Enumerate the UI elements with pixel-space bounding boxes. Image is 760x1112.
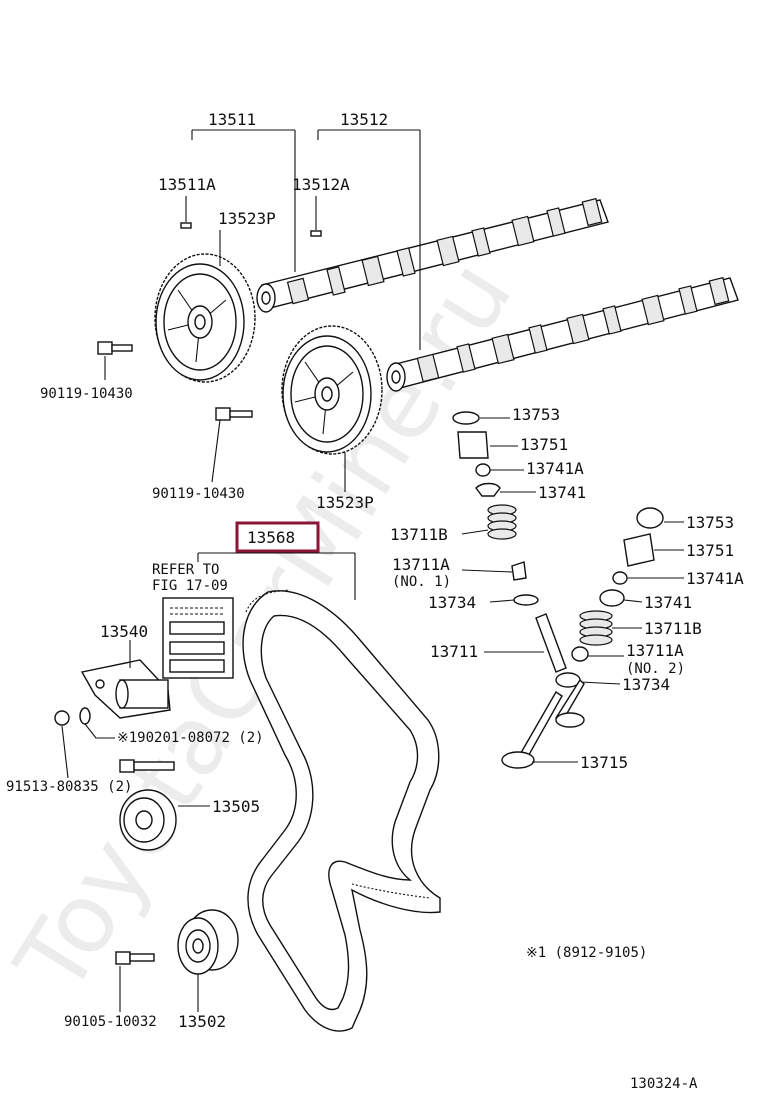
- label-13505[interactable]: 13505: [212, 797, 260, 816]
- label-13511a[interactable]: 13511A: [158, 175, 216, 194]
- label-13511[interactable]: 13511: [208, 110, 256, 129]
- valve-13715: [501, 678, 585, 769]
- leader-13741-b: [623, 599, 643, 603]
- bolt-90119-b: [215, 407, 253, 421]
- camshaft-13512: [386, 276, 739, 392]
- label-13734-b[interactable]: 13734: [622, 675, 670, 694]
- leader-91513: [61, 725, 69, 779]
- valve-guide-13711: [535, 613, 567, 673]
- pin-13511a: [180, 222, 192, 229]
- label-13502[interactable]: 13502: [178, 1012, 226, 1031]
- label-13512a[interactable]: 13512A: [292, 175, 350, 194]
- label-13512[interactable]: 13512: [340, 110, 388, 129]
- label-190201[interactable]: ※190201-08072 (2): [117, 730, 264, 746]
- label-13568[interactable]: 13568: [247, 528, 295, 547]
- label-90119-b[interactable]: 90119-10430: [152, 486, 245, 502]
- label-90105[interactable]: 90105-10032: [64, 1014, 157, 1030]
- leader-13734-a: [489, 599, 515, 603]
- leader-190201: [84, 723, 115, 739]
- label-13523p-top[interactable]: 13523P: [218, 209, 276, 228]
- label-13753-a[interactable]: 13753: [512, 405, 560, 424]
- tensioner-13540: [80, 659, 171, 719]
- leader-13734-b: [579, 681, 621, 685]
- leader-13711b-a: [461, 529, 489, 535]
- label-13753-b[interactable]: 13753: [686, 513, 734, 532]
- figure-code: 130324-A: [630, 1076, 698, 1092]
- timing-belt-13568: [242, 589, 441, 1032]
- bolt-90119-a: [97, 341, 133, 355]
- label-no2: (NO. 2): [626, 661, 685, 677]
- label-13711b-b[interactable]: 13711B: [644, 619, 702, 638]
- refer-to-note: [162, 597, 234, 679]
- valve-parts-intake: [452, 411, 539, 606]
- label-13734-a[interactable]: 13734: [428, 593, 476, 612]
- label-13751-a[interactable]: 13751: [520, 435, 568, 454]
- label-13711[interactable]: 13711: [430, 642, 478, 661]
- leader-90119-b: [211, 419, 221, 483]
- label-13741-b[interactable]: 13741: [644, 593, 692, 612]
- leader-13511: [191, 129, 296, 272]
- pin-13512a: [310, 230, 322, 237]
- label-13540[interactable]: 13540: [100, 622, 148, 641]
- highlight-box-13568: [235, 521, 320, 553]
- refer-to-line2: FIG 17-09: [152, 578, 228, 594]
- label-13715[interactable]: 13715: [580, 753, 628, 772]
- label-91513[interactable]: 91513-80835 (2): [6, 779, 132, 795]
- refer-to-line1: REFER TO: [152, 562, 219, 578]
- washer-190201: [79, 707, 91, 725]
- bolt-91513: [54, 710, 70, 726]
- valve-parts-exhaust: [555, 507, 664, 688]
- label-13523p-bottom[interactable]: 13523P: [316, 493, 374, 512]
- leader-13711a-a: [461, 569, 513, 573]
- cam-pulley-lower: [281, 325, 383, 455]
- label-13711a-b[interactable]: 13711A: [626, 641, 684, 660]
- label-90119-a[interactable]: 90119-10430: [40, 386, 133, 402]
- label-13711a-a[interactable]: 13711A: [392, 555, 450, 574]
- label-13751-b[interactable]: 13751: [686, 541, 734, 560]
- bolt-90105: [115, 951, 155, 965]
- footnote: ※1 (8912-9105): [526, 945, 647, 961]
- label-13741a-a[interactable]: 13741A: [526, 459, 584, 478]
- cam-pulley-upper: [154, 253, 256, 383]
- leader-13512: [317, 129, 421, 350]
- label-13741-a[interactable]: 13741: [538, 483, 586, 502]
- leader-13568: [197, 552, 356, 600]
- label-13711b-a[interactable]: 13711B: [390, 525, 448, 544]
- idler-pulley-13505: [119, 759, 177, 851]
- label-no1: (NO. 1): [392, 574, 451, 590]
- camshaft-13511: [256, 197, 609, 313]
- label-13741a-b[interactable]: 13741A: [686, 569, 744, 588]
- idler-pulley-13502: [177, 909, 239, 975]
